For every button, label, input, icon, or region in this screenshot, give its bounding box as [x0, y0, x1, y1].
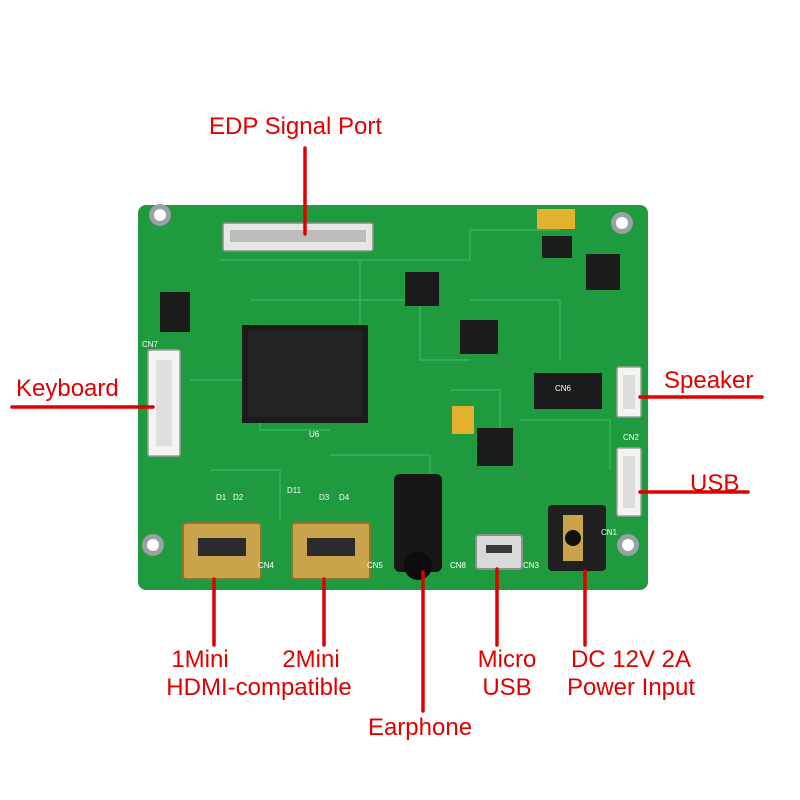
keyboard-connector: [147, 349, 181, 457]
speaker-connector: [616, 366, 642, 418]
marking-cn6: CN6: [555, 384, 572, 393]
micro-usb-label-line2: USB: [482, 674, 532, 701]
dc-power-jack: [548, 505, 606, 571]
hdmi-compatible-label: HDMI-compatible: [166, 674, 352, 701]
marking-d2: D2: [233, 493, 244, 502]
marking-cn4: CN4: [258, 561, 275, 570]
usb-label: USB: [690, 470, 740, 497]
mounting-holes: [142, 204, 639, 556]
main-chip: [242, 325, 368, 423]
marking-d3: D3: [319, 493, 330, 502]
mini-hdmi-1-label: 1Mini: [171, 646, 229, 673]
small-ics: [160, 236, 620, 466]
micro-usb-label-line1: Micro: [477, 646, 537, 673]
callout-lines: [10, 146, 764, 713]
yellow-capacitors: [452, 209, 575, 434]
speaker-label: Speaker: [664, 367, 754, 394]
earphone-jack: [394, 474, 442, 580]
marking-cn3: CN3: [523, 561, 540, 570]
mini-hdmi-port-1: [182, 522, 262, 580]
edp-connector: [222, 222, 374, 252]
pcb-board: [138, 205, 648, 590]
marking-u6: U6: [309, 430, 320, 439]
dc-power-label-line1: DC 12V 2A: [570, 646, 692, 673]
earphone-label: Earphone: [367, 714, 473, 741]
marking-cn8: CN8: [450, 561, 467, 570]
marking-cn7: CN7: [142, 340, 159, 349]
usb-connector-header: [616, 447, 642, 517]
marking-cn1: CN1: [601, 528, 618, 537]
marking-cn5: CN5: [367, 561, 384, 570]
mini-hdmi-port-2: [291, 522, 371, 580]
silkscreen-markings: CN7 CN2 CN4 CN5 CN8 CN3 CN1 U6 D1 D2 D3 …: [142, 340, 640, 570]
keyboard-label: Keyboard: [16, 375, 119, 402]
marking-d1: D1: [216, 493, 227, 502]
marking-cn2: CN2: [623, 433, 640, 442]
marking-d4: D4: [339, 493, 350, 502]
marking-d11: D11: [287, 486, 302, 495]
micro-usb-port: [475, 534, 523, 570]
dc-power-label-line2: Power Input: [566, 674, 696, 701]
edp-signal-port-label: EDP Signal Port: [209, 113, 382, 140]
mini-hdmi-2-label: 2Mini: [282, 646, 340, 673]
